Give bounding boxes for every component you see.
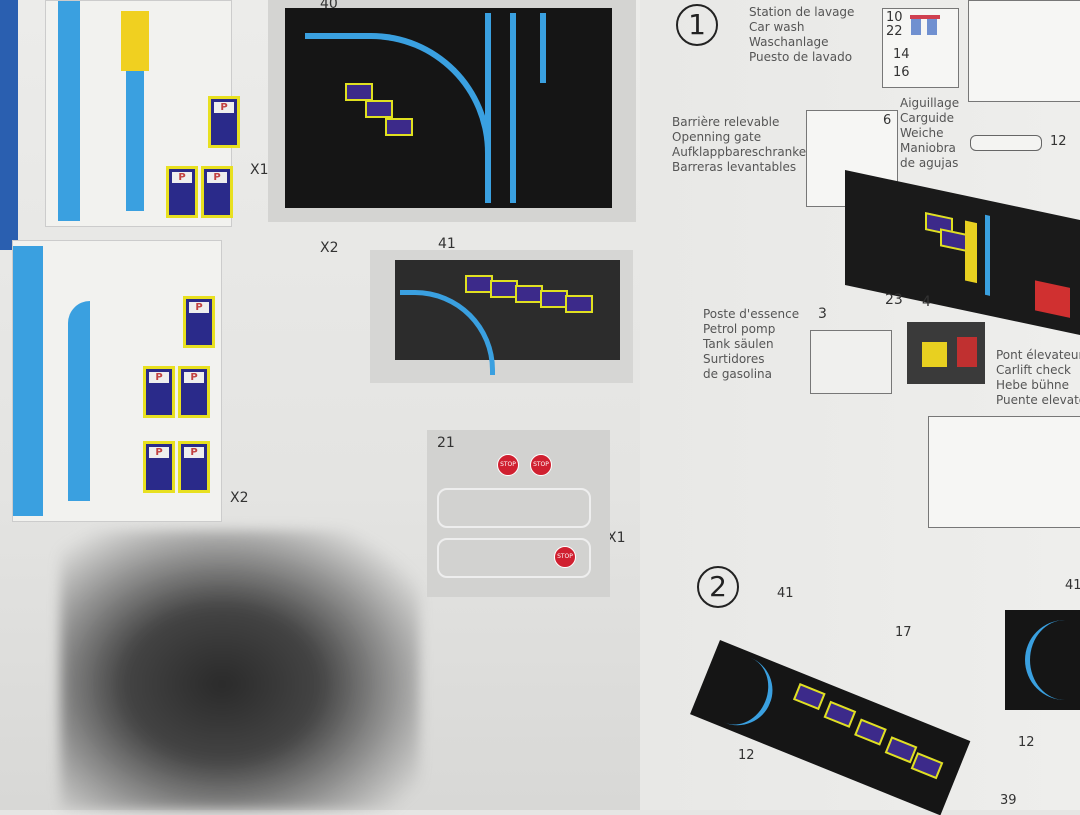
petrol-pump-diagram [810,330,892,394]
petrol-pump-label: Poste d'essence Petrol pomp Tank säulen … [703,307,800,381]
part-number: 16 [893,65,910,80]
carlift-diagram [928,416,1080,528]
car-wash-label: Station de lavage Car wash Waschanlage P… [749,5,855,64]
parking-label: P [149,447,169,458]
quantity-label: X2 [320,240,339,256]
part-number: 12 [1018,735,1035,750]
gate-label: Barrière relevable Openning gate Aufklap… [672,115,807,174]
carguide-label: Aiguillage Carguide Weiche Maniobra de a… [900,96,960,170]
board-41-panel [370,250,633,383]
part-number: 41 [438,236,456,252]
part-number: 17 [895,625,912,640]
car-wash-diagram [968,0,1080,102]
parking-label: P [149,372,169,383]
sticker-sheet-bottom: P P P P P [12,240,222,522]
sticker-sheet-top: P P P [45,0,240,227]
parking-label: P [207,172,227,183]
parking-label: P [214,102,234,113]
carlift-photo [907,322,985,384]
part-number: 10 [886,10,903,25]
quantity-label: X1 [250,162,269,178]
part-number: 21 [437,435,455,451]
part-number: 40 [320,0,338,12]
carguide-diagram [970,135,1042,151]
car-wash-parts-diagram: 10 22 14 16 [882,8,959,88]
stop-sign-icon: STOP [530,454,552,476]
part-number: 12 [1050,134,1067,149]
parking-label: P [184,372,204,383]
part-number: 22 [886,24,903,39]
part-number: 4 [922,294,931,310]
carlift-label: Pont élevateur Carlift check Hebe bühne … [996,348,1080,407]
part-number: 23 [885,292,903,308]
stop-sign-icon: STOP [497,454,519,476]
part-number: 39 [1000,793,1017,808]
part-number: 41 [777,586,794,601]
parking-label: P [172,172,192,183]
board-41-assembly-second [1005,610,1080,710]
parking-label: P [189,302,209,313]
part-number: 41 [1065,578,1080,593]
step-number: 1 [676,4,718,46]
part-number: 3 [818,306,827,322]
quantity-label: X2 [230,490,249,506]
parking-label: P [184,447,204,458]
stop-sign-icon: STOP [554,546,576,568]
part-number: 14 [893,47,910,62]
part-number: 12 [738,748,755,763]
quantity-label: X1 [607,530,626,546]
hand-shadow [60,530,420,810]
part-number: 6 [883,113,892,128]
step-number: 2 [697,566,739,608]
board-40-panel [268,0,636,222]
signs-sheet-21: 21 STOP STOP STOP [427,430,610,597]
cover-edge [0,0,18,250]
